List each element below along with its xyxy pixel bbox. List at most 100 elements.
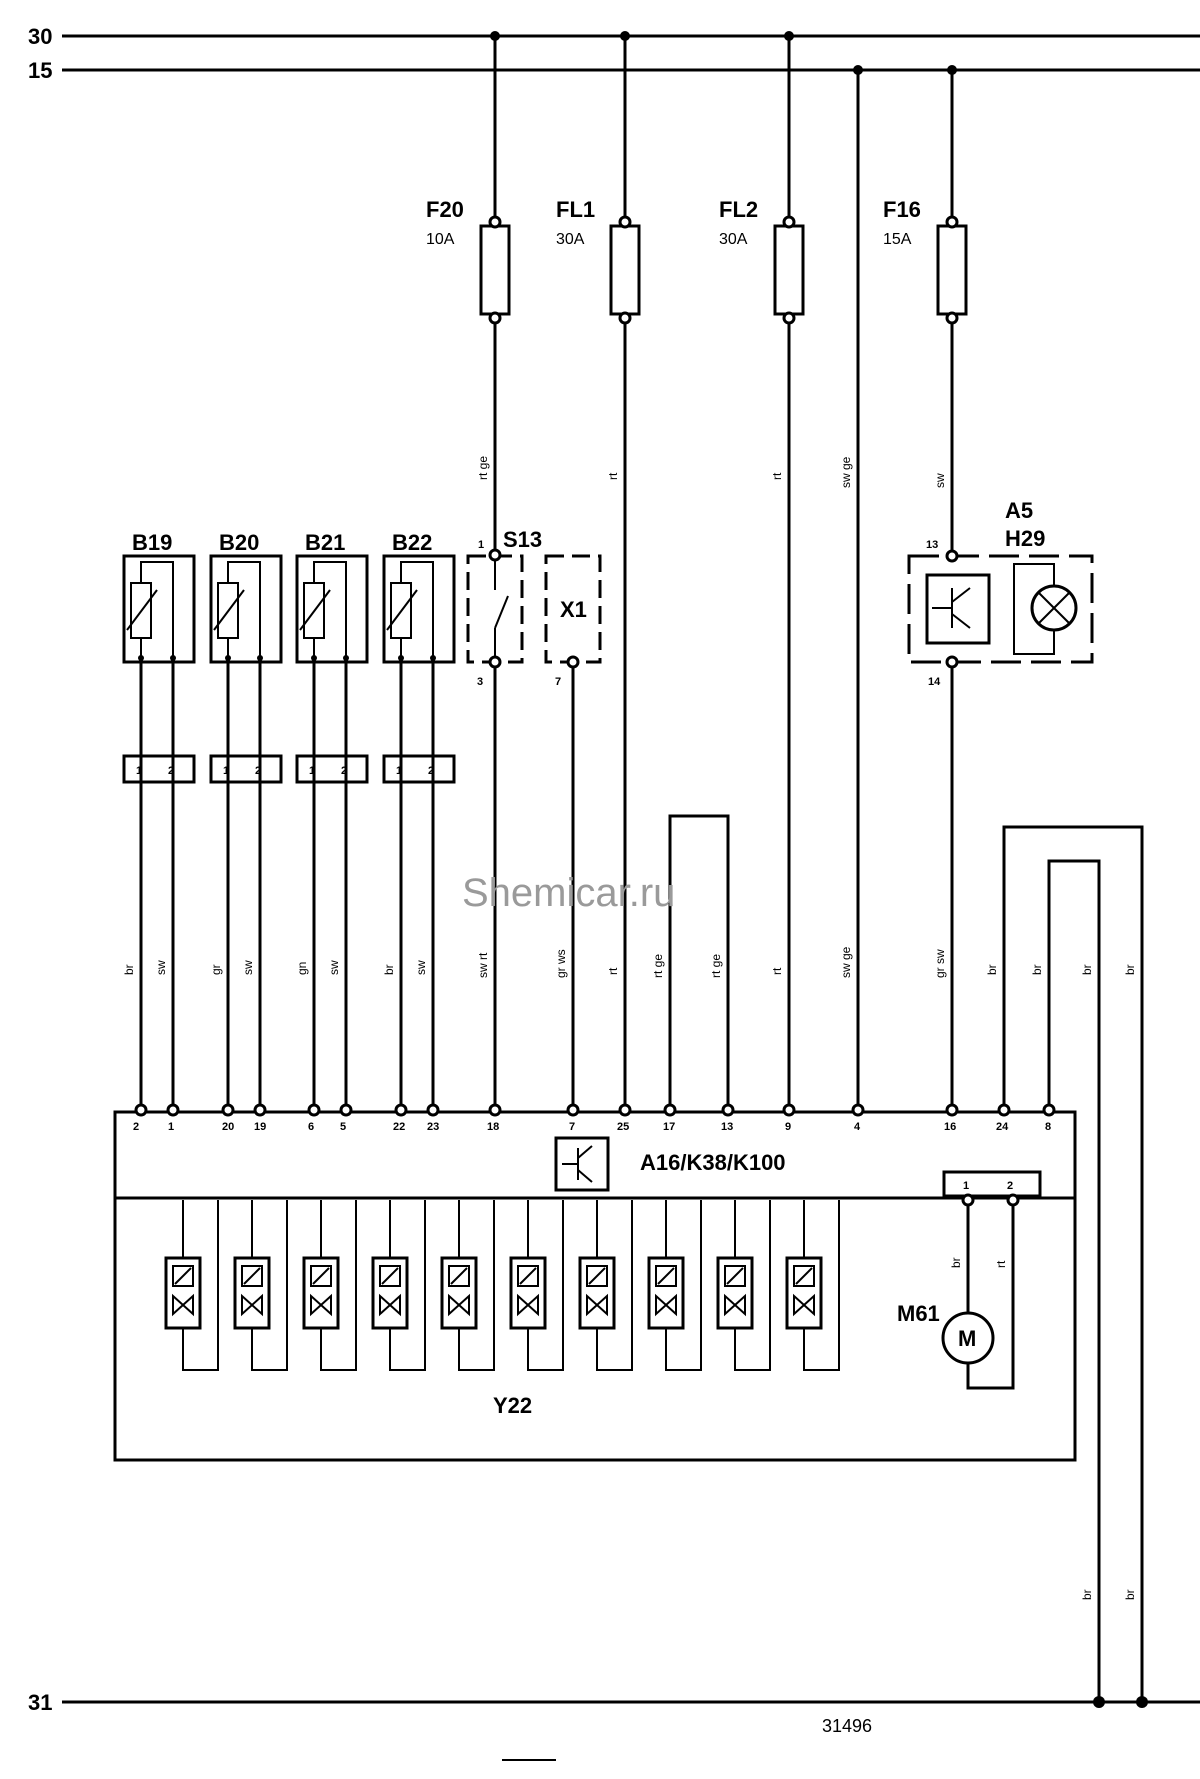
fuse-f16: F16 15A (883, 65, 968, 325)
wire-label-x1: gr ws (554, 949, 568, 978)
connector-x1-name: X1 (560, 597, 587, 622)
wire-label-b22-1: br (382, 964, 396, 975)
valve-2 (233, 1200, 288, 1371)
ecu-pin-8: 8 (1045, 1121, 1051, 1133)
sensor-b22-name: B22 (392, 530, 432, 555)
wire-label-f20: rt ge (476, 456, 490, 480)
fuse-f20-name: F20 (426, 197, 464, 222)
wire-label-gnd-a: br (1080, 1589, 1094, 1600)
wire-label-g24: br (985, 964, 999, 975)
rail-30-label: 30 (28, 24, 52, 49)
switch-s13-pin-top: 1 (478, 539, 484, 551)
loop-wire-17-13 (668, 814, 730, 1110)
sensor-b20: B20 (209, 530, 283, 664)
warning-unit-pin-top: 13 (926, 539, 938, 551)
sensor-b19-name: B19 (132, 530, 172, 555)
motor-pin2: 2 (1007, 1180, 1013, 1192)
switch-s13-name: S13 (503, 527, 542, 552)
fuse-f16-rating: 15A (883, 231, 912, 248)
sensor-b19: B19 (122, 530, 196, 664)
wire-label-b21-1: gn (295, 962, 309, 975)
ground-wires (1002, 825, 1148, 1708)
wire-label-b19-1: br (122, 964, 136, 975)
connector-x1: X1 7 (544, 554, 602, 1110)
b19-conn-pin2: 2 (168, 765, 174, 777)
actuator-name: Y22 (493, 1393, 532, 1418)
sensor-b20-name: B20 (219, 530, 259, 555)
wire-label-fl2: rt (770, 472, 784, 480)
warning-unit-a5-h29: A5 H29 13 14 (907, 498, 1094, 1110)
wire-label-b20-2: sw (241, 960, 255, 975)
motor-name: M61 (897, 1301, 940, 1326)
rail-15-label: 15 (28, 58, 52, 83)
switch-s13: S13 1 3 (466, 527, 542, 1110)
wire-label-fl2-lower: rt (770, 967, 784, 975)
fuse-fl1: FL1 30A (556, 31, 641, 325)
b21-conn-pin2: 2 (341, 765, 347, 777)
watermark: Shemicar.ru (462, 871, 675, 915)
wire-label-b21-2: sw (327, 960, 341, 975)
wire-label-f16: sw (933, 473, 947, 488)
fuse-fl1-rating: 30A (556, 231, 585, 248)
ecu-pin-25: 25 (617, 1121, 629, 1133)
ecu-pin-20: 20 (222, 1121, 234, 1133)
switch-s13-pin-bottom: 3 (477, 676, 483, 688)
valve-7 (578, 1200, 633, 1371)
ecu-pin-19: 19 (254, 1121, 266, 1133)
lower-wire-labels: br sw gr sw gn sw br sw sw rt gr ws rt r… (122, 946, 1137, 1600)
b19-conn-pin1: 1 (136, 765, 142, 777)
wire-label-b19-2: sw (154, 960, 168, 975)
wire-label-a5-lower: gr sw (933, 949, 947, 978)
fuse-f20: F20 10A (426, 31, 511, 325)
warning-unit-name2: H29 (1005, 526, 1045, 551)
b20-conn-pin1: 1 (223, 765, 229, 777)
sensor-wires (139, 662, 435, 1110)
motor-wire1-label: br (949, 1257, 963, 1268)
ecu-pin-24: 24 (996, 1121, 1009, 1133)
ecu-name: A16/K38/K100 (640, 1150, 786, 1175)
warning-unit-name1: A5 (1005, 498, 1033, 523)
wire-label-g8: br (1030, 964, 1044, 975)
fuse-fl2-name: FL2 (719, 197, 758, 222)
actuator-valves (164, 1200, 840, 1371)
sensor-b21: B21 (295, 530, 369, 664)
fuse-fl2-rating: 30A (719, 231, 748, 248)
rail-31-label: 31 (28, 1690, 52, 1715)
ecu-module: A16/K38/K100 2 1 20 19 6 5 (113, 1103, 1077, 1462)
wire-label-fl1-lower: rt (606, 967, 620, 975)
ecu-pin-16: 16 (944, 1121, 956, 1133)
motor-wire2-label: rt (994, 1260, 1008, 1268)
ecu-pin-18: 18 (487, 1121, 499, 1133)
ecu-pin-5: 5 (340, 1121, 346, 1133)
b20-conn-pin2: 2 (255, 765, 261, 777)
fuse-f16-name: F16 (883, 197, 921, 222)
wire-label-loop-b: rt ge (709, 954, 723, 978)
ecu-pin-9: 9 (785, 1121, 791, 1133)
sensor-connectors: 1 2 1 2 1 2 1 2 (122, 754, 456, 784)
motor-symbol: M (958, 1326, 976, 1351)
ecu-pin-6: 6 (308, 1121, 314, 1133)
b22-conn-pin1: 1 (396, 765, 402, 777)
fuse-f20-rating: 10A (426, 231, 455, 248)
valve-5 (440, 1200, 495, 1371)
wire-label-direct: sw ge (839, 456, 853, 488)
ecu-pin-1: 1 (168, 1121, 174, 1133)
valve-3 (302, 1200, 357, 1371)
sensor-b22: B22 (382, 530, 456, 664)
ecu-pin-13: 13 (721, 1121, 733, 1133)
wire-label-s13: sw rt (476, 952, 490, 978)
wire-label-b22-2: sw (414, 960, 428, 975)
ecu-pin-7: 7 (569, 1121, 575, 1133)
warning-unit-pin-bottom: 14 (928, 676, 941, 688)
wire-label-b20-1: gr (209, 964, 223, 975)
wire-label-loop-a: rt ge (651, 954, 665, 978)
b22-conn-pin2: 2 (428, 765, 434, 777)
ecu-pin-17: 17 (663, 1121, 675, 1133)
fuse-fl2: FL2 30A (719, 31, 805, 325)
wire-label-fl1: rt (606, 472, 620, 480)
ecu-pins: 2 1 20 19 6 5 22 23 18 7 25 17 13 9 4 16… (133, 1103, 1056, 1133)
valve-6 (509, 1200, 564, 1371)
valve-1 (164, 1200, 219, 1371)
reference-number: 31496 (822, 1716, 872, 1736)
